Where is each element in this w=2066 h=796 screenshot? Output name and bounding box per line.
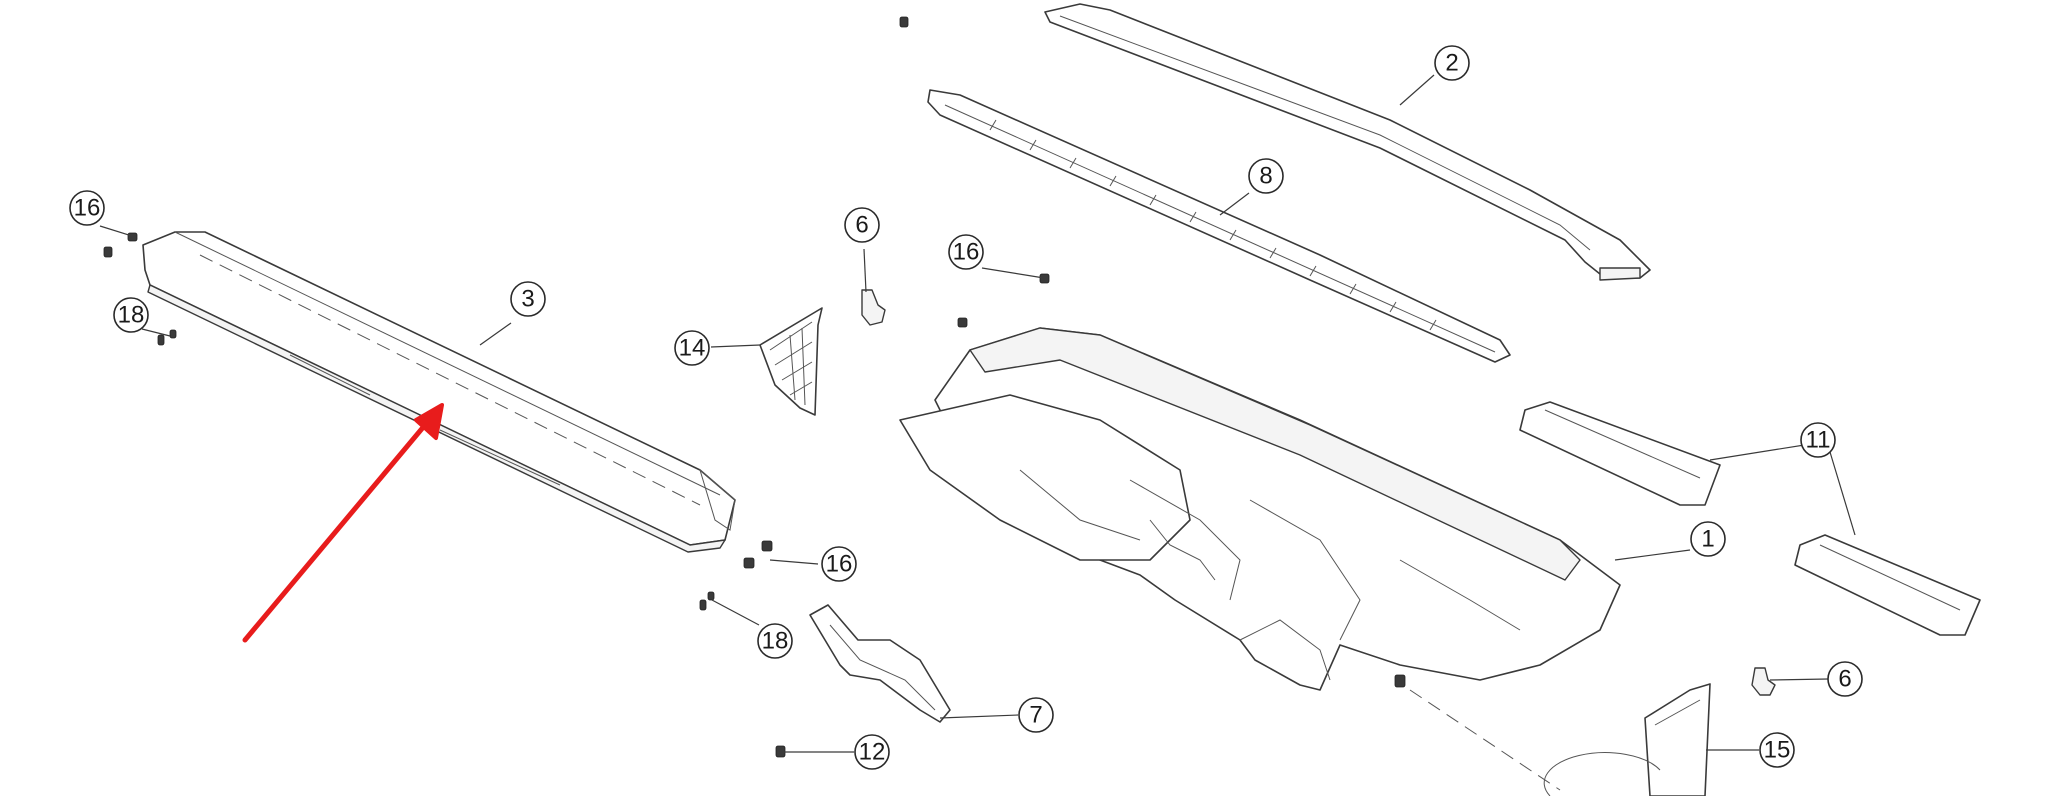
part-11-pad-lower	[1794, 534, 1981, 636]
svg-text:11: 11	[1806, 427, 1831, 454]
svg-text:16: 16	[74, 195, 101, 222]
part-1-instrument-panel	[899, 327, 1621, 691]
part-14-vent-grille	[759, 307, 823, 416]
detail-view-circle	[1543, 752, 1661, 796]
callout-2: 2	[1434, 45, 1470, 81]
callout-14: 14	[674, 330, 710, 366]
callout-3: 3	[510, 281, 546, 317]
svg-text:18: 18	[762, 628, 789, 655]
svg-text:6: 6	[855, 212, 868, 239]
part-8-bracket-rail	[927, 89, 1511, 363]
svg-text:12: 12	[859, 739, 886, 766]
callout-1: 1	[1690, 521, 1726, 557]
svg-text:15: 15	[1764, 737, 1791, 764]
callout-6-upper: 6	[844, 207, 880, 243]
detail-view-leader	[1409, 689, 1561, 791]
part-3-trim-panel	[142, 231, 736, 553]
part-7-side-bracket	[809, 604, 951, 723]
part-6-clip-upper	[861, 289, 886, 326]
callout-16-middle: 16	[948, 234, 984, 270]
callout-12: 12	[854, 734, 890, 770]
svg-text:7: 7	[1029, 702, 1042, 729]
svg-text:6: 6	[1838, 666, 1851, 693]
part-15-end-cap	[1644, 683, 1711, 796]
leader-lines	[99, 74, 1856, 753]
svg-text:16: 16	[953, 239, 980, 266]
callout-8: 8	[1248, 158, 1284, 194]
callout-18-left: 18	[113, 297, 149, 333]
callout-16-lower: 16	[821, 546, 857, 582]
callout-15: 15	[1759, 732, 1795, 768]
callout-16-left: 16	[69, 190, 105, 226]
svg-text:16: 16	[826, 551, 853, 578]
svg-text:2: 2	[1445, 50, 1458, 77]
svg-text:3: 3	[521, 286, 534, 313]
red-arrow-indicator	[242, 403, 444, 643]
fasteners	[103, 16, 1406, 758]
callout-18-lower: 18	[757, 623, 793, 659]
svg-text:14: 14	[679, 335, 706, 362]
svg-text:18: 18	[118, 302, 145, 329]
callout-11: 11	[1800, 422, 1836, 458]
callout-7: 7	[1018, 697, 1054, 733]
callout-6-right: 6	[1827, 661, 1863, 697]
part-6-clip-right	[1751, 667, 1776, 696]
part-11-pad-upper	[1519, 401, 1721, 506]
part-2-upper-trim	[1044, 3, 1651, 281]
svg-text:8: 8	[1259, 163, 1272, 190]
svg-text:1: 1	[1701, 526, 1714, 553]
